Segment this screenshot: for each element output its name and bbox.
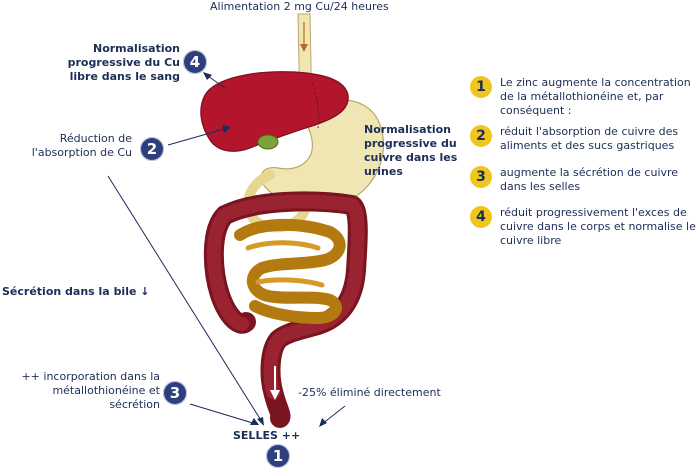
colon-texture (206, 194, 365, 402)
reduction-absorption-label: Réduction de l'absorption de Cu (31, 132, 132, 159)
food-intake-arrowhead (300, 44, 308, 52)
down-arrow-icon: ↓ (140, 285, 150, 298)
legend-badge-2: 2 (470, 125, 492, 147)
liver-lobe-line (311, 81, 320, 129)
normalisation-blood-label: Normalisation progressive du Cu libre da… (67, 42, 180, 83)
food-intake-label: Alimentation 2 mg Cu/24 heures (210, 0, 389, 13)
bile-secretion-label: Sécrétion dans la bile ↓ (2, 285, 150, 298)
legend-badge-4: 4 (470, 206, 492, 228)
badge-4-liver: 4 (183, 50, 207, 74)
metallothionein-label: ++ incorporation dans la métallothionéin… (21, 370, 160, 411)
stool-label: SELLES ++ (233, 429, 301, 442)
legend-text-1: Le zinc augmente la concentration de la … (500, 76, 691, 117)
legend-text-2: réduit l'absorption de cuivre des alimen… (500, 125, 679, 152)
badge-3-secretion: 3 (163, 381, 187, 405)
small-intestine (234, 218, 346, 325)
pointer-arrows (107, 73, 346, 425)
normalisation-urine-label: Normalisation progressive du cuivre dans… (364, 123, 458, 178)
rectum-arrowhead (270, 390, 280, 400)
eliminated-label: -25% éliminé directement (298, 386, 441, 399)
legend-text-4: réduit progressivement l'exces de cuivre… (500, 206, 696, 247)
legend-text-3: augmente la sécrétion de cuivre dans les… (500, 166, 679, 193)
pointer-arrowheads (203, 72, 327, 427)
legend-badge-3: 3 (470, 166, 492, 188)
gallbladder (257, 134, 279, 150)
badge-1-stool: 1 (266, 444, 290, 468)
legend-badge-1: 1 (470, 76, 492, 98)
badge-2-absorption: 2 (140, 137, 164, 161)
